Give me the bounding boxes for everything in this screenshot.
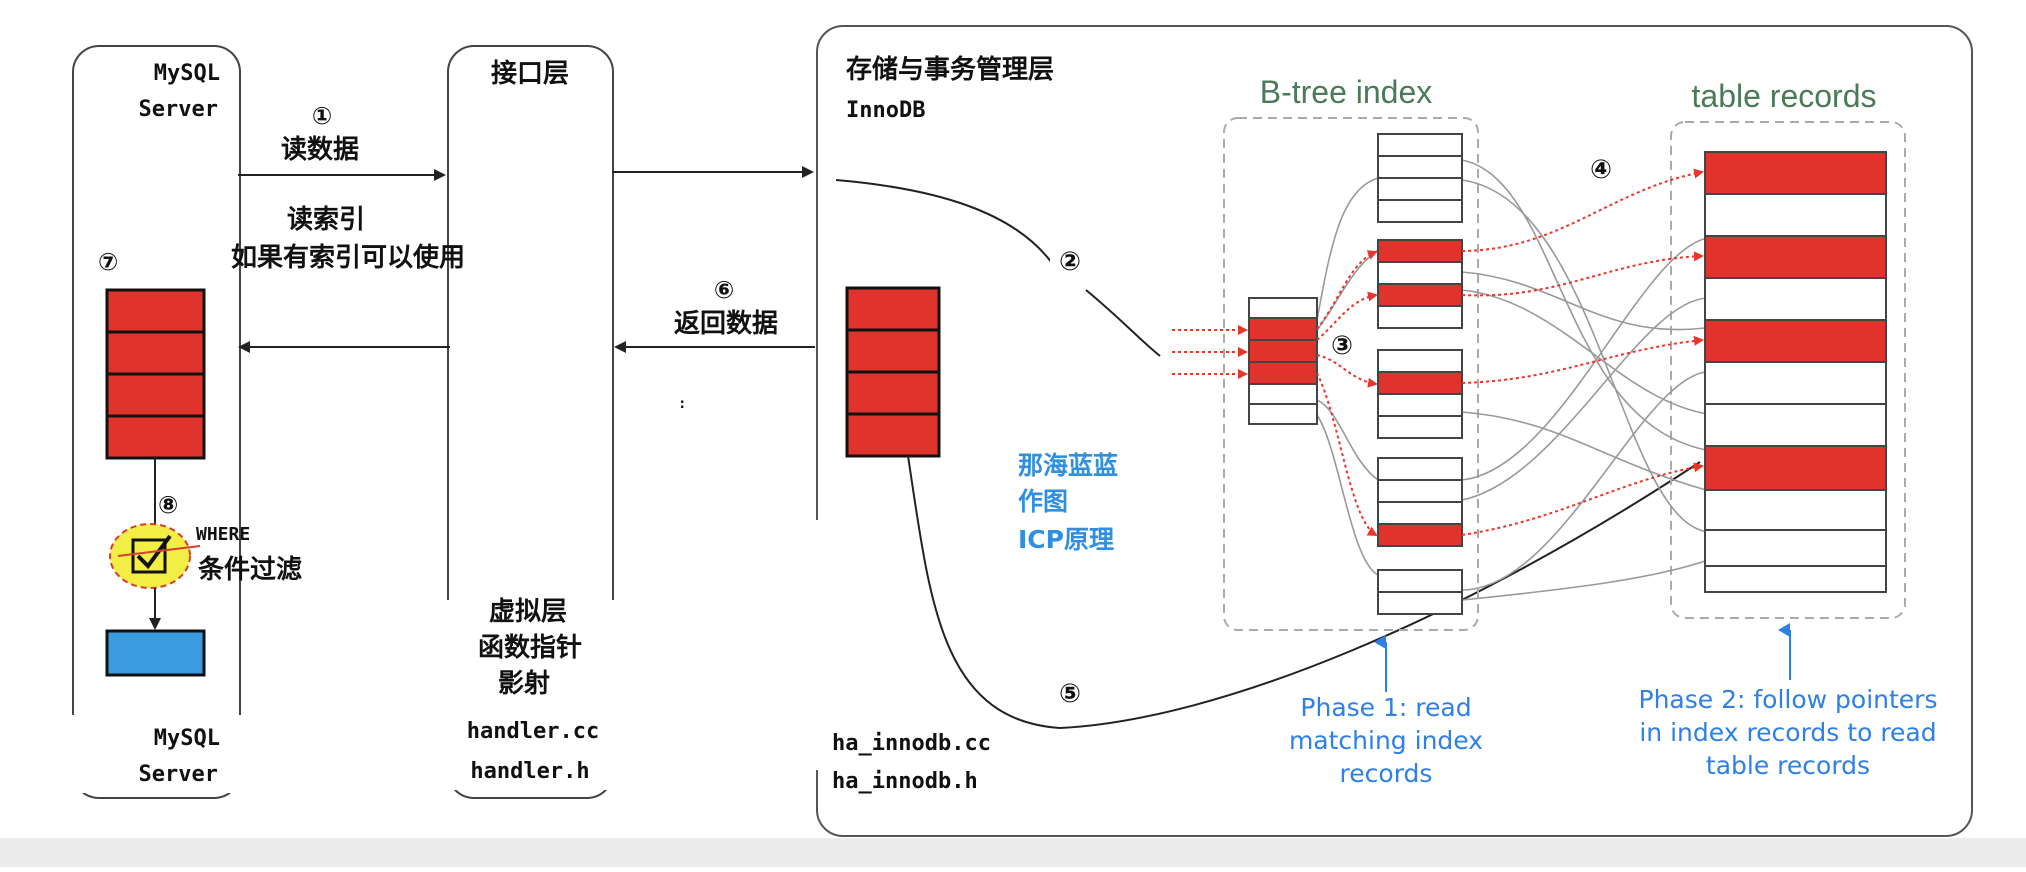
where-filter-label: 条件过滤	[198, 555, 302, 585]
bottom-band	[0, 838, 2026, 867]
phase2-line3: table records	[1706, 751, 1870, 780]
step5-number: ⑤	[1059, 679, 1081, 709]
phase1-line3: records	[1340, 759, 1433, 788]
function-pointer-label: 函数指针	[478, 633, 582, 663]
storage-layer-frame	[816, 25, 1973, 837]
mapping-label: 影射	[498, 669, 550, 699]
credit-author: 那海蓝蓝	[1018, 451, 1118, 480]
read-index-label: 读索引	[287, 205, 365, 235]
mysql-server-top-label-2: Server	[139, 97, 218, 122]
interface-layer-title: 接口层	[491, 59, 569, 89]
step8-number: ⑧	[158, 491, 178, 519]
read-data-label: 读数据	[281, 135, 359, 165]
handler-h-label: handler.h	[470, 759, 589, 784]
table-records	[1704, 151, 1887, 593]
mysql-result-buffer	[105, 288, 206, 460]
phase2-line2: in index records to read	[1639, 718, 1936, 747]
phase2-line1: Phase 2: follow pointers	[1639, 685, 1938, 714]
step2-curve	[835, 179, 1059, 273]
btree-root-node	[1248, 297, 1318, 425]
stray-mark: :	[678, 396, 686, 412]
storage-layer-title: 存储与事务管理层	[846, 54, 1054, 85]
ha-innodb-cc-label: ha_innodb.cc	[832, 731, 991, 756]
root-to-leaf-pointers	[1316, 250, 1378, 537]
leaf-to-record-pointers	[1461, 168, 1704, 536]
credit-icp: ICP原理	[1018, 525, 1114, 554]
return-data-label: 返回数据	[674, 309, 778, 339]
step2-curve-tail	[1085, 289, 1161, 357]
mysql-server-top-label-1: MySQL	[154, 61, 220, 86]
virtual-layer-label: 虚拟层	[489, 597, 567, 627]
interface-layer-frame	[447, 45, 614, 799]
handler-cc-label: handler.cc	[467, 719, 599, 744]
root-incoming-pointers	[1172, 325, 1248, 379]
checkbox-filter-icon	[109, 523, 201, 589]
btree-index-title: B-tree index	[1260, 74, 1433, 110]
btree-link-curves	[1316, 159, 1709, 601]
btree-leaf-5	[1377, 569, 1463, 615]
use-index-label: 如果有索引可以使用	[231, 243, 465, 273]
credit-made: 作图	[1018, 487, 1068, 516]
step4-number: ④	[1590, 155, 1612, 185]
innodb-buffer	[845, 286, 941, 458]
innodb-label: InnoDB	[846, 98, 925, 123]
step1-number: ①	[312, 102, 332, 130]
phase1-line1: Phase 1: read	[1300, 693, 1471, 722]
phase1-line2: matching index	[1289, 726, 1483, 755]
step7-number: ⑦	[98, 248, 118, 276]
btree-leaf-4	[1377, 457, 1463, 547]
where-label: WHERE	[196, 524, 250, 545]
ha-innodb-h-label: ha_innodb.h	[832, 769, 978, 794]
step3-number: ③	[1331, 331, 1353, 361]
filtered-result-box	[105, 629, 206, 677]
mysql-server-bottom-label-2: Server	[139, 762, 218, 787]
btree-leaf-1	[1377, 133, 1463, 223]
mysql-server-bottom-label-1: MySQL	[154, 726, 220, 751]
btree-leaf-3	[1377, 349, 1463, 439]
table-records-title: table records	[1692, 78, 1877, 114]
step6-number: ⑥	[714, 276, 734, 304]
step2-number: ②	[1059, 247, 1081, 277]
mysql-server-frame	[72, 45, 241, 799]
btree-leaf-2	[1377, 239, 1463, 329]
btree-index-region	[1223, 117, 1479, 631]
